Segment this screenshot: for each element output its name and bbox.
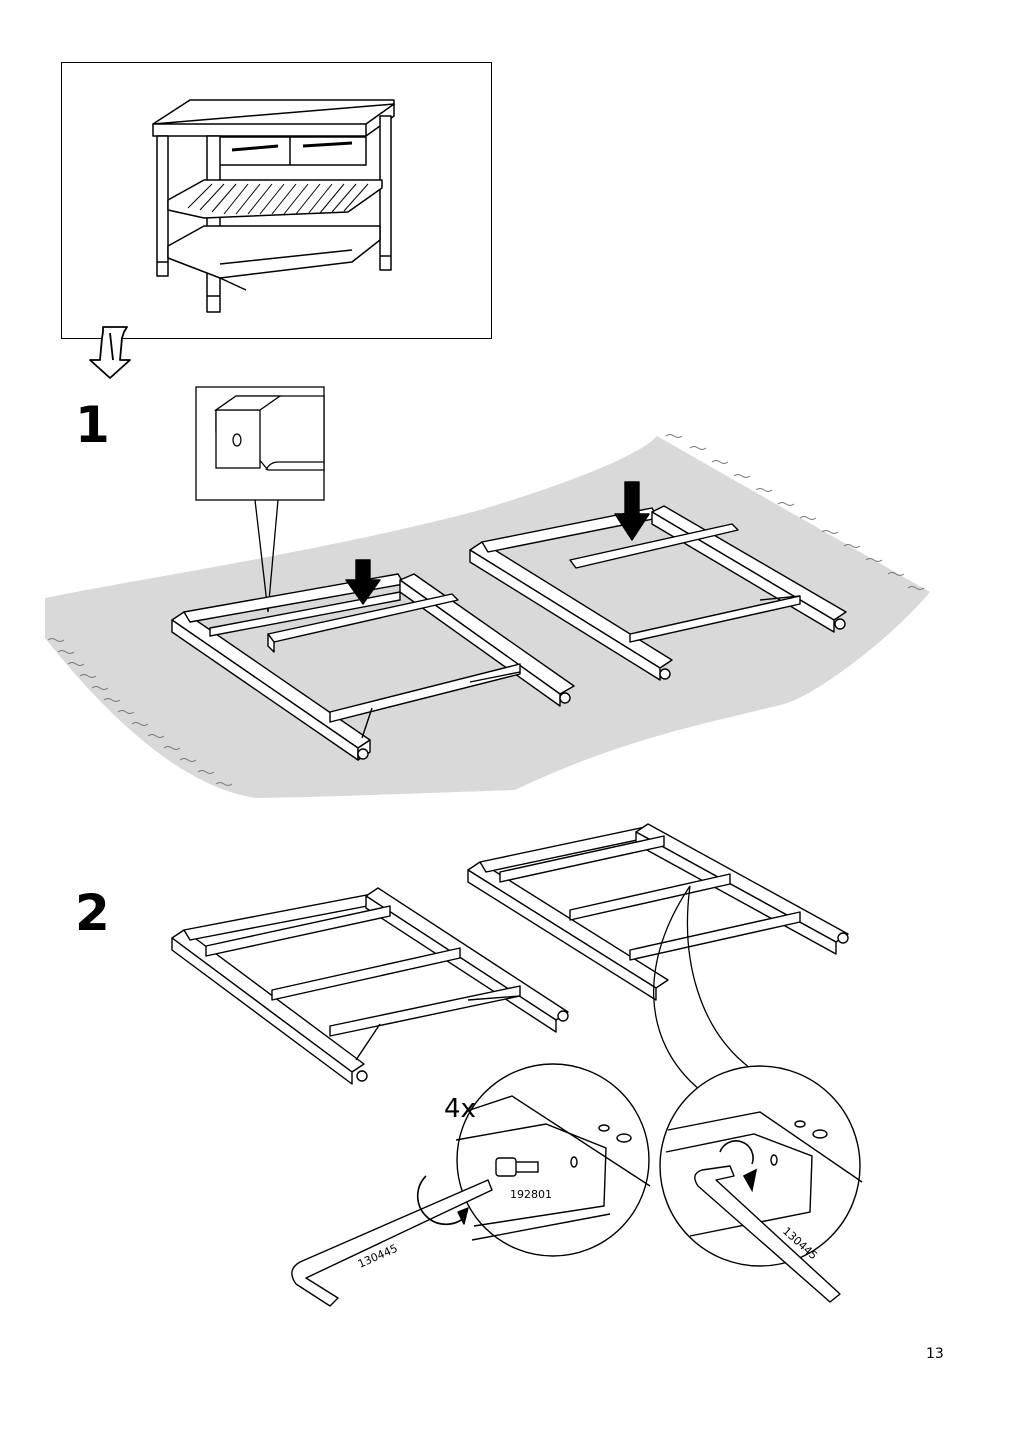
step-1-number: 1 bbox=[75, 396, 110, 454]
allen-key-icon bbox=[291, 1175, 493, 1307]
unpack-arrow-icon bbox=[89, 326, 131, 379]
tighten-detail-circle bbox=[659, 1065, 863, 1267]
frame-right-assembled bbox=[467, 823, 849, 1001]
frame-right bbox=[469, 481, 847, 681]
assembled-island-illustration bbox=[89, 99, 395, 379]
rug bbox=[45, 436, 930, 798]
zoom-connector bbox=[653, 885, 751, 1091]
step-2-illustration: 192801 130445 130445 bbox=[171, 823, 863, 1307]
step-1-illustration bbox=[45, 386, 930, 798]
allen-key-right-icon bbox=[694, 1165, 841, 1303]
fastener-quantity: 4x bbox=[444, 1094, 476, 1124]
screw-detail-circle bbox=[455, 1063, 651, 1257]
page-number: 13 bbox=[926, 1346, 944, 1362]
overview-frame bbox=[61, 62, 492, 339]
rotate-arrow-icon bbox=[719, 1140, 758, 1193]
frame-left-assembled bbox=[171, 887, 569, 1085]
screw-part-number: 192801 bbox=[510, 1188, 552, 1201]
rug-fringe bbox=[47, 434, 925, 786]
frame-left bbox=[171, 559, 575, 761]
detail-callout bbox=[195, 386, 325, 613]
step-2-number: 2 bbox=[75, 884, 110, 942]
